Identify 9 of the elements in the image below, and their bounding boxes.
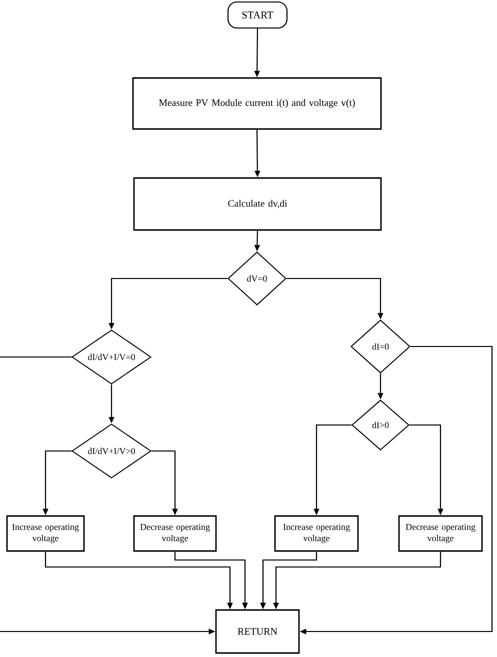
connector-line <box>0 356 72 358</box>
process-box: Calculate dv,di <box>133 177 382 231</box>
terminal-box: START <box>227 1 288 29</box>
process-box: RETURN <box>215 609 300 654</box>
process-box: Decrease operating voltage <box>398 515 483 552</box>
process-box: Increase operating voltage <box>6 515 85 552</box>
process-box: Increase operating voltage <box>274 515 359 552</box>
process-box: Measure PV Module current i(t) and voltage v(t) <box>132 77 382 130</box>
process-box: Decrease operating voltage <box>133 515 217 552</box>
